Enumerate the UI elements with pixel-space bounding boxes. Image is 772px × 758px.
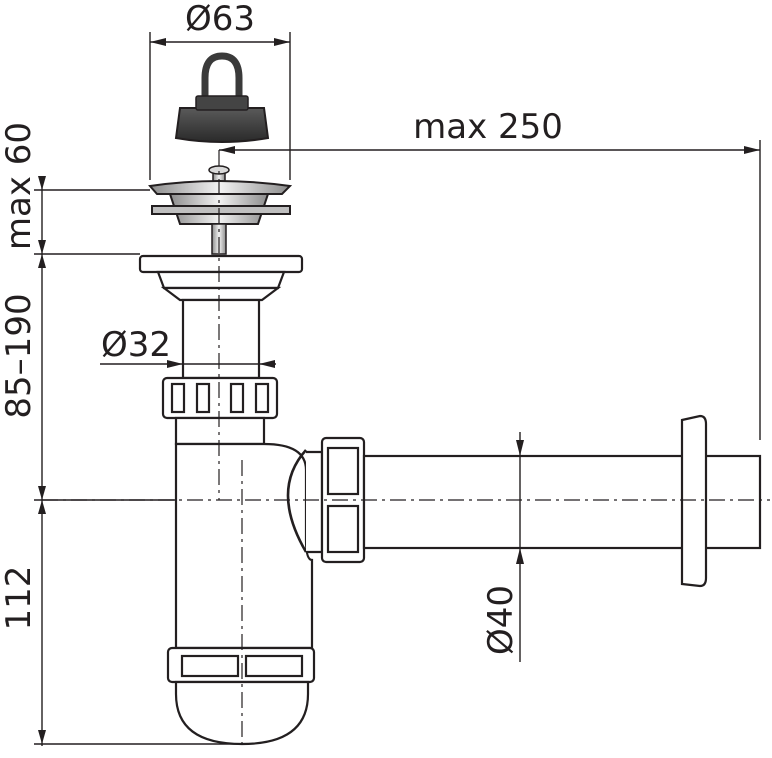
bottom-height-label: 112 (0, 566, 39, 631)
inlet-diameter-label: Ø32 (101, 325, 171, 365)
adjust-range-label: 85–190 (0, 293, 39, 418)
dimension-max-reach: max 250 (219, 107, 761, 440)
wall-rosette (680, 414, 708, 588)
max-reach-label: max 250 (413, 107, 563, 147)
dimension-outlet-diameter (516, 432, 524, 662)
strainer-grate (148, 165, 293, 255)
rubber-stopper (174, 52, 270, 143)
outlet-slip-nut (320, 436, 366, 564)
dimension-vertical-chain (34, 176, 240, 746)
outlet-diameter-label: Ø40 (481, 585, 521, 655)
max-height-label: max 60 (0, 122, 39, 250)
upper-slip-nut (161, 376, 279, 446)
bottom-cup (166, 646, 316, 746)
inlet-flange (138, 254, 304, 302)
stopper-diameter-label: Ø63 (185, 0, 255, 39)
dimension-inlet-diameter: Ø32 (100, 325, 276, 368)
dimension-stopper-diameter: Ø63 (149, 0, 291, 180)
inlet-tailpiece (181, 298, 261, 380)
center-lines (42, 150, 770, 750)
trap-body (174, 442, 324, 650)
